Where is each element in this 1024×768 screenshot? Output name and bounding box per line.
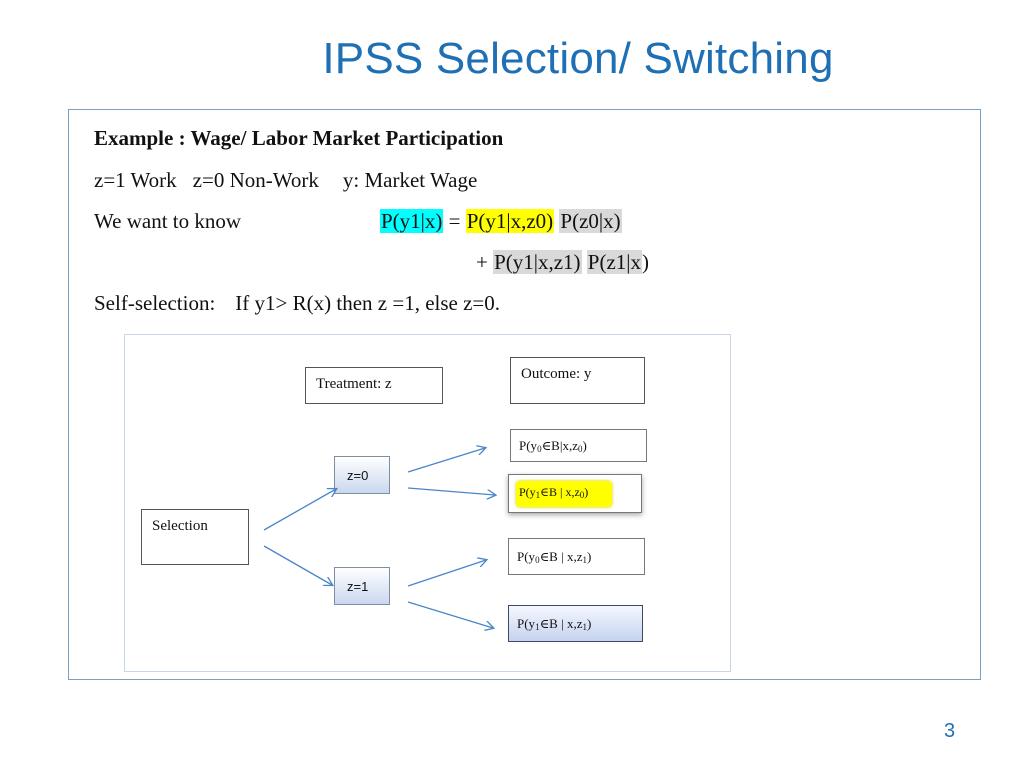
p1-mid: ∈B|x,z	[541, 438, 578, 453]
eq-equals: =	[448, 209, 461, 233]
p2-mid: ∈B | x,z	[540, 485, 580, 499]
p4-post: )	[586, 616, 592, 631]
p2-sub1: 1	[535, 490, 541, 500]
p3-sub1: 0	[535, 555, 540, 565]
selection-box: Selection	[141, 509, 249, 565]
p3-post: )	[586, 549, 592, 564]
equation-line-2: + P(y1|x,z1) P(z1|x)	[476, 250, 649, 275]
self-selection-rule: If y1> R(x) then z =1, else z=0.	[235, 291, 501, 315]
p1-sub2: 0	[577, 444, 583, 454]
p4-pre: P(y	[517, 616, 536, 631]
arrow-z1-p3	[407, 560, 486, 587]
z0-node: z=0	[334, 456, 390, 494]
equation-line-1: P(y1|x) = P(y1|x,z0) P(z0|x)	[380, 209, 622, 234]
prob-y1-z0-highlight	[516, 481, 612, 507]
self-selection-label: Self-selection:	[94, 291, 216, 315]
eq-term1-prob: P(z0|x)	[559, 209, 622, 233]
arrow-z0-p2	[407, 487, 495, 495]
p2-post: )	[584, 485, 589, 499]
variables-line: z=1 Work z=0 Non-Work y: Market Wage	[94, 168, 477, 193]
eq-term1-cond: P(y1|x,z0)	[465, 209, 555, 233]
p2-pre: P(y	[519, 485, 536, 499]
outcome-box: Outcome: y	[510, 357, 645, 404]
z1-label: z=1	[347, 579, 369, 594]
z1-node: z=1	[334, 567, 390, 605]
slide-title: IPSS Selection/ Switching	[322, 34, 834, 83]
page-number: 3	[944, 720, 956, 742]
work-def: z=1 Work	[94, 168, 177, 192]
treatment-box: Treatment: z	[305, 367, 443, 404]
self-selection-line: Self-selection: If y1> R(x) then z =1, el…	[94, 291, 500, 316]
prob-y0-z0: P(y0∈B|x,z0)	[510, 429, 647, 462]
eq-plus: +	[476, 250, 488, 274]
example-heading: Example : Wage/ Labor Market Participati…	[94, 126, 504, 150]
p1-pre: P(y	[519, 438, 538, 453]
want-label: We want to know	[94, 209, 242, 233]
p1-post: )	[582, 438, 587, 453]
arrow-z0-p1	[407, 448, 485, 473]
nonwork-def: z=0 Non-Work	[192, 168, 319, 192]
treatment-label: Treatment: z	[316, 376, 392, 392]
eq-term2-prob: P(z1|x	[586, 250, 642, 274]
p4-sub1: 1	[535, 622, 540, 632]
outcome-label: Outcome: y	[521, 366, 592, 382]
arrow-selection-z0	[263, 489, 336, 531]
prob-y0-z1: P(y0∈B | x,z1)	[508, 538, 645, 575]
p3-mid: ∈B | x,z	[539, 549, 583, 564]
eq-term2-cond: P(y1|x,z1)	[493, 250, 582, 274]
p4-mid: ∈B | x,z	[539, 616, 583, 631]
arrow-z1-p4	[407, 601, 493, 628]
p1-sub1: 0	[537, 444, 542, 454]
prob-y1-z0: P(y1∈B | x,z0)	[519, 485, 588, 500]
p2-sub2: 0	[579, 490, 585, 500]
z0-label: z=0	[347, 468, 369, 483]
eq-lhs: P(y1|x)	[380, 209, 444, 233]
p3-pre: P(y	[517, 549, 536, 564]
eq-term2-close: )	[642, 250, 649, 274]
p3-sub2: 1	[582, 555, 587, 565]
selection-label: Selection	[152, 518, 208, 534]
wage-def: y: Market Wage	[342, 168, 478, 192]
p4-sub2: 1	[582, 622, 587, 632]
prob-y1-z1: P(y1∈B | x,z1)	[508, 605, 643, 642]
arrow-selection-z1	[263, 545, 332, 585]
